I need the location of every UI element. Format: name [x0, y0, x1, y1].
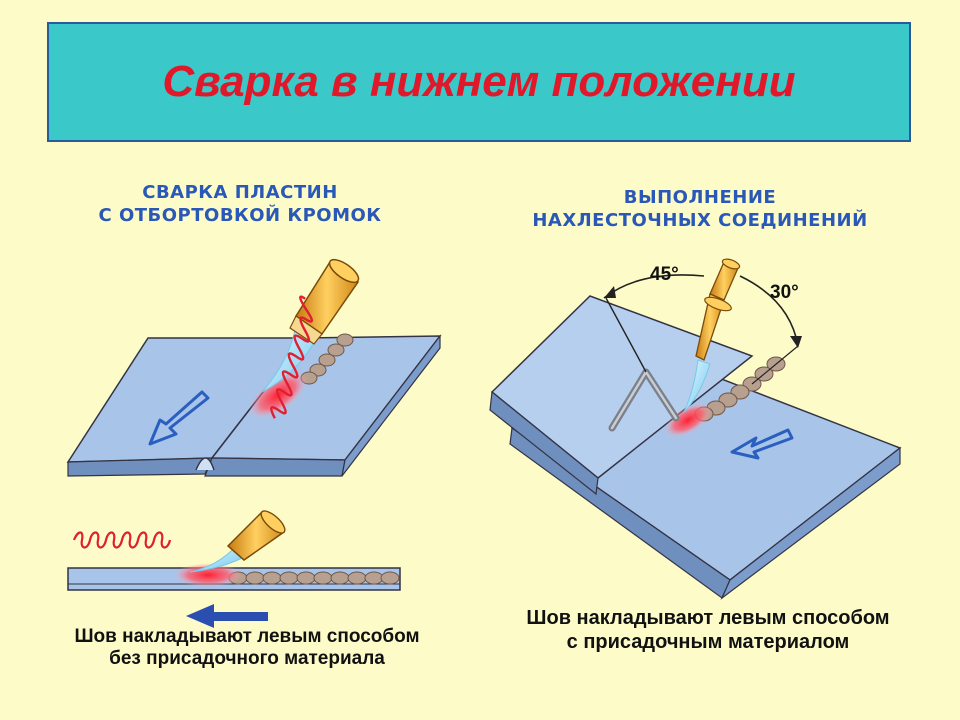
right-caption-line1: Шов накладывают левым способом: [526, 607, 890, 629]
lap-joint-diagram: 45° 30°: [489, 258, 902, 600]
left-caption: Шов накладывают левым способом без приса…: [62, 626, 432, 670]
direction-arrow: [148, 390, 210, 446]
torch-icon-lap: [695, 258, 741, 361]
right-caption: Шов накладывают левым способом с присадо…: [508, 606, 908, 654]
right-caption-line2: с присадочным материалом: [566, 631, 850, 653]
side-view-diagram: [67, 510, 401, 628]
flange-groove: [195, 457, 215, 471]
flame-glow-side: [174, 563, 242, 587]
flanged-plates-diagram: [66, 258, 442, 477]
flame-glow-lap: [664, 402, 712, 438]
left-caption-line2: без присадочного материала: [109, 648, 385, 669]
direction-arrow-lap: [730, 428, 794, 460]
top-plate-front: [489, 390, 599, 496]
flame-cone-lap: [683, 359, 711, 413]
right-heading: Выполнение нахлесточных соединений: [510, 186, 890, 232]
flame-cone-side: [189, 545, 247, 573]
left-heading-line1: Сварка пластин: [142, 182, 338, 203]
left-caption-line1: Шов накладывают левым способом: [74, 626, 420, 647]
angle-label-45: 45°: [650, 264, 679, 285]
angle-label-30: 30°: [770, 282, 799, 303]
bottom-plate-right: [720, 446, 901, 600]
right-plate-side: [204, 457, 346, 477]
page-title: Сварка в нижнем положении: [162, 57, 796, 106]
heat-coil: [72, 531, 172, 549]
right-heading-line2: нахлесточных соединений: [532, 210, 868, 231]
torch-icon-side: [226, 510, 286, 561]
left-heading: Сварка пластин с отбортовкой кромок: [90, 181, 390, 227]
left-heading-line2: с отбортовкой кромок: [98, 205, 382, 226]
left-plate-side: [67, 457, 213, 477]
title-banner: Сварка в нижнем положении: [47, 22, 911, 142]
right-plate-end: [341, 334, 441, 477]
right-heading-line1: Выполнение: [623, 187, 777, 208]
direction-arrow-side: [186, 604, 268, 628]
heat-wave: [270, 295, 313, 419]
